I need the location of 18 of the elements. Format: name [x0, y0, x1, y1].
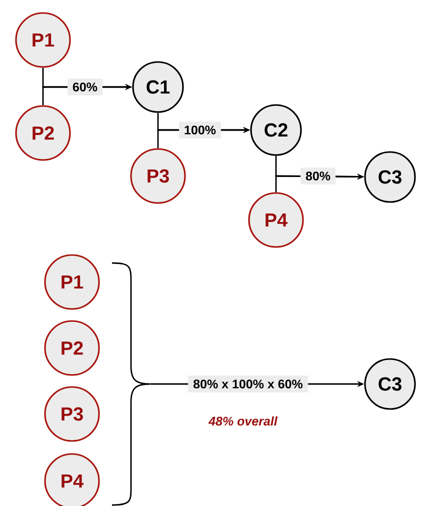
circle-node: P1 [15, 12, 71, 68]
edge-label: 80% x 100% x 60% [188, 376, 308, 392]
circle-node: C1 [132, 61, 184, 113]
note: 48% overall [208, 416, 278, 426]
circle-node: C2 [250, 104, 302, 156]
circle-node: P4 [44, 453, 100, 506]
bracket [112, 262, 151, 506]
edge-label: 60% [68, 78, 102, 96]
circle-node: P3 [130, 148, 186, 204]
circle-node: P2 [15, 105, 71, 161]
circle-node: P1 [44, 254, 100, 310]
circle-node: P4 [248, 192, 304, 248]
circle-node: C3 [364, 151, 416, 203]
circle-node: P2 [44, 320, 100, 376]
circle-node: C3 [364, 358, 416, 410]
circle-node: P3 [44, 386, 100, 442]
edge-label: 80% [300, 168, 336, 184]
edge-label: 100% [179, 122, 221, 138]
